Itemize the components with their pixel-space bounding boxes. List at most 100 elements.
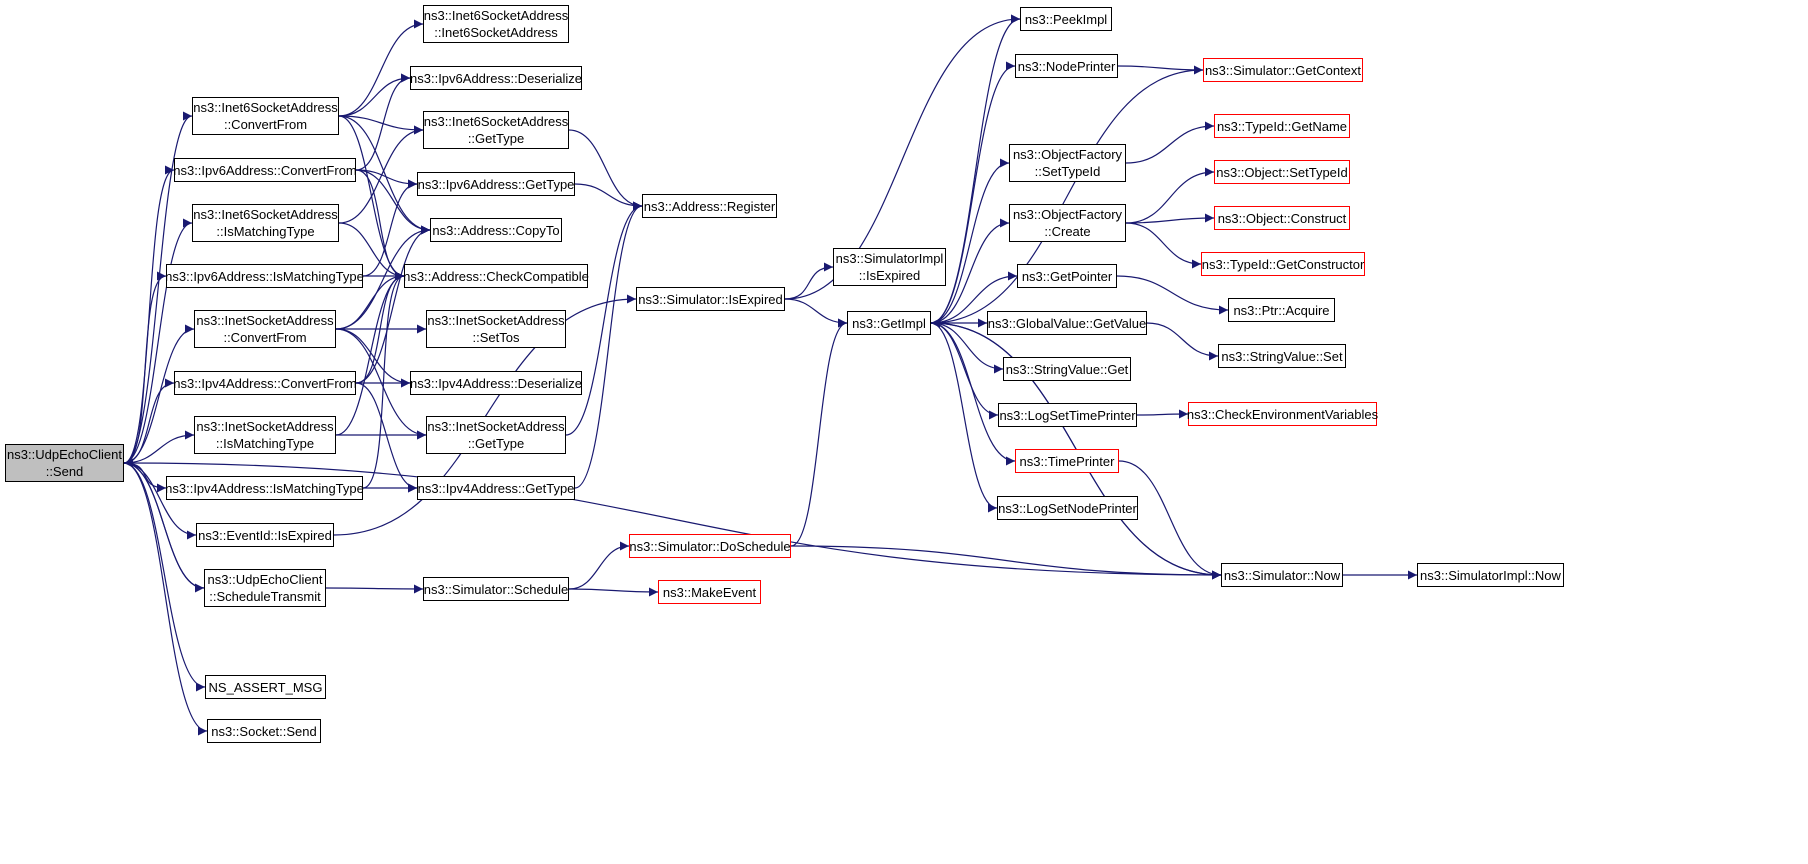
node-typeid-getconstructor[interactable]: ns3::TypeId::GetConstructor [1201,252,1365,276]
call-edge-udp_send-to-ipv4_ismatching [123,462,167,493]
call-edge-i6sa_convertfrom-to-i6sa_ctor [338,19,424,117]
node-stringvalue-set[interactable]: ns3::StringValue::Set [1218,344,1346,368]
call-edge-getimpl-to-logsetnodeprinter [930,322,998,513]
node-address-copyto[interactable]: ns3::Address::CopyTo [430,218,562,242]
call-edge-i6sa_convertfrom-to-ipv6_deserialize [338,73,411,117]
call-edge-ipv6_convertfrom-to-ipv6_deserialize [355,73,411,171]
node-inet6socketaddress-gettype[interactable]: ns3::Inet6SocketAddress::GetType [423,111,569,149]
call-edge-sim_isexpired-to-peekimpl [784,14,1021,300]
call-edge-sim_doschedule-to-getimpl [790,318,848,547]
node-ipv4address-convertfrom[interactable]: ns3::Ipv4Address::ConvertFrom [173,371,357,395]
node-peekimpl[interactable]: ns3::PeekImpl [1020,7,1112,31]
call-edge-udp_scheduletransmit-to-sim_schedule [325,584,424,594]
call-edge-sim_getcontext-to-getimpl [930,69,1204,328]
node-address-checkcompatible[interactable]: ns3::Address::CheckCompatible [403,264,589,288]
node-timeprinter[interactable]: ns3::TimePrinter [1015,449,1119,473]
node-inet6socketaddress-ismatchingtype[interactable]: ns3::Inet6SocketAddress::IsMatchingType [192,204,339,242]
call-edge-ipv4_convertfrom-to-address_copyto [355,225,431,384]
node-ipv4address-ismatchingtype[interactable]: ns3::Ipv4Address::IsMatchingType [165,476,364,500]
node-eventid-isexpired[interactable]: ns3::EventId::IsExpired [196,523,334,547]
call-edge-udp_send-to-isa_ismatching [123,430,195,464]
call-edge-isa_convertfrom-to-address_checkcompatible [335,271,405,330]
node-object-construct[interactable]: ns3::Object::Construct [1214,206,1350,230]
node-ipv6address-gettype[interactable]: ns3::Ipv6Address::GetType [417,172,575,196]
node-getpointer[interactable]: ns3::GetPointer [1017,264,1117,288]
call-edge-udp_send-to-ipv4_convertfrom [123,378,175,464]
call-edge-udp_send-to-i6sa_ismatching [123,218,193,464]
call-edge-getimpl-to-nodeprinter [930,61,1016,324]
node-checkenvironmentvariables[interactable]: ns3::CheckEnvironmentVariables [1187,402,1378,426]
call-edge-i6sa_ismatching-to-i6sa_gettype [338,125,424,224]
call-edge-sim_doschedule-to-sim_now [790,545,1222,580]
node-inet6socketaddress-convertfrom[interactable]: ns3::Inet6SocketAddress::ConvertFrom [192,97,339,135]
call-edge-getimpl-to-logsettimeprinter [930,322,999,420]
node-simulator-doschedule[interactable]: ns3::Simulator::DoSchedule [629,534,791,558]
call-edge-objfactory_create-to-object_settypeid [1125,167,1215,224]
call-edge-ipv6_ismatching-to-ipv6_gettype [362,179,418,277]
node-ipv4address-gettype[interactable]: ns3::Ipv4Address::GetType [417,476,575,500]
call-edge-objfactory_settypeid-to-typeid_getname [1125,121,1215,164]
node-simulator-schedule[interactable]: ns3::Simulator::Schedule [423,577,569,601]
node-inetsocketaddress-gettype[interactable]: ns3::InetSocketAddress::GetType [426,416,566,454]
node-inetsocketaddress-ismatchingtype[interactable]: ns3::InetSocketAddress::IsMatchingType [194,416,336,454]
call-edge-i6sa_gettype-to-address_register [568,129,643,211]
node-globalvalue-getvalue[interactable]: ns3::GlobalValue::GetValue [987,311,1147,335]
node-simulator-isexpired[interactable]: ns3::Simulator::IsExpired [636,287,785,311]
call-edge-sim_schedule-to-sim_doschedule [568,541,630,590]
node-stringvalue-get[interactable]: ns3::StringValue::Get [1003,357,1131,381]
call-edge-getimpl-to-objfactory_settypeid [930,158,1010,324]
call-edge-objfactory_create-to-object_construct [1125,213,1215,224]
call-edge-i6sa_ismatching-to-address_checkcompatible [338,222,405,281]
call-edge-udp_send-to-ipv6_ismatching [123,271,167,464]
call-edge-getimpl-to-objfactory_create [930,218,1010,324]
call-edge-udp_send-to-socket_send [123,462,208,736]
call-edge-getpointer-to-ptr_acquire [1116,275,1229,315]
call-edge-globalvalue_getvalue-to-stringvalue_set [1146,322,1219,361]
call-edge-objfactory_create-to-typeid_getconstructor [1125,222,1202,269]
node-simulatorimpl-now[interactable]: ns3::SimulatorImpl::Now [1417,563,1564,587]
call-edge-udp_send-to-sim_now [123,462,1222,580]
call-edge-logsettimeprinter-to-checkenvvars [1136,409,1189,419]
node-simulatorimpl-isexpired[interactable]: ns3::SimulatorImpl::IsExpired [833,248,946,286]
node-ipv6address-convertfrom[interactable]: ns3::Ipv6Address::ConvertFrom [173,158,357,182]
call-edge-getimpl-to-timeprinter [930,322,1016,466]
call-edge-isa_convertfrom-to-isa_gettype [335,328,427,440]
node-address-register[interactable]: ns3::Address::Register [642,194,777,218]
call-edge-timeprinter-to-sim_now [1118,460,1222,580]
call-edge-ipv4_ismatching-to-address_checkcompatible [362,271,405,489]
node-ipv6address-ismatchingtype[interactable]: ns3::Ipv6Address::IsMatchingType [165,264,364,288]
node-logsettimeprinter[interactable]: ns3::LogSetTimePrinter [998,403,1137,427]
node-ns-assert-msg[interactable]: NS_ASSERT_MSG [205,675,326,699]
node-ipv4address-deserialize[interactable]: ns3::Ipv4Address::Deserialize [410,371,582,395]
call-edge-ipv6_gettype-to-address_register [574,183,643,211]
call-edge-getimpl-to-stringvalue_get [930,322,1004,374]
node-inetsocketaddress-settos[interactable]: ns3::InetSocketAddress::SetTos [426,310,566,348]
node-typeid-getname[interactable]: ns3::TypeId::GetName [1214,114,1350,138]
call-edge-isa_ismatching-to-address_checkcompatible [335,271,405,436]
node-inet6socketaddress-ctor[interactable]: ns3::Inet6SocketAddress::Inet6SocketAddr… [423,5,569,43]
call-edge-sim_isexpired-to-getimpl [784,298,848,328]
call-edge-ipv6_convertfrom-to-ipv6_gettype [355,169,418,189]
node-udpechoclient-scheduletransmit[interactable]: ns3::UdpEchoClient::ScheduleTransmit [204,569,326,607]
node-object-settypeid[interactable]: ns3::Object::SetTypeId [1214,160,1350,184]
node-nodeprinter[interactable]: ns3::NodePrinter [1015,54,1118,78]
node-objectfactory-settypeid[interactable]: ns3::ObjectFactory::SetTypeId [1009,144,1126,182]
node-objectfactory-create[interactable]: ns3::ObjectFactory::Create [1009,204,1126,242]
call-edge-ipv4_gettype-to-address_register [574,201,643,489]
call-edge-i6sa_convertfrom-to-address_copyto [338,115,431,235]
node-simulator-getcontext[interactable]: ns3::Simulator::GetContext [1203,58,1363,82]
call-edge-udp_send-to-isa_convertfrom [123,324,195,464]
node-getimpl[interactable]: ns3::GetImpl [847,311,931,335]
call-edge-i6sa_convertfrom-to-i6sa_gettype [338,115,424,135]
node-ptr-acquire[interactable]: ns3::Ptr::Acquire [1228,298,1335,322]
call-edge-isa_gettype-to-address_register [565,201,643,436]
call-edge-udp_scheduletransmit-to-udp_send [123,458,205,589]
node-inetsocketaddress-convertfrom[interactable]: ns3::InetSocketAddress::ConvertFrom [194,310,336,348]
node-logsetnodeprinter[interactable]: ns3::LogSetNodePrinter [997,496,1138,520]
node-ipv6address-deserialize[interactable]: ns3::Ipv6Address::Deserialize [410,66,582,90]
node-simulator-now[interactable]: ns3::Simulator::Now [1221,563,1343,587]
node-socket-send[interactable]: ns3::Socket::Send [207,719,321,743]
node-makeevent[interactable]: ns3::MakeEvent [658,580,761,604]
